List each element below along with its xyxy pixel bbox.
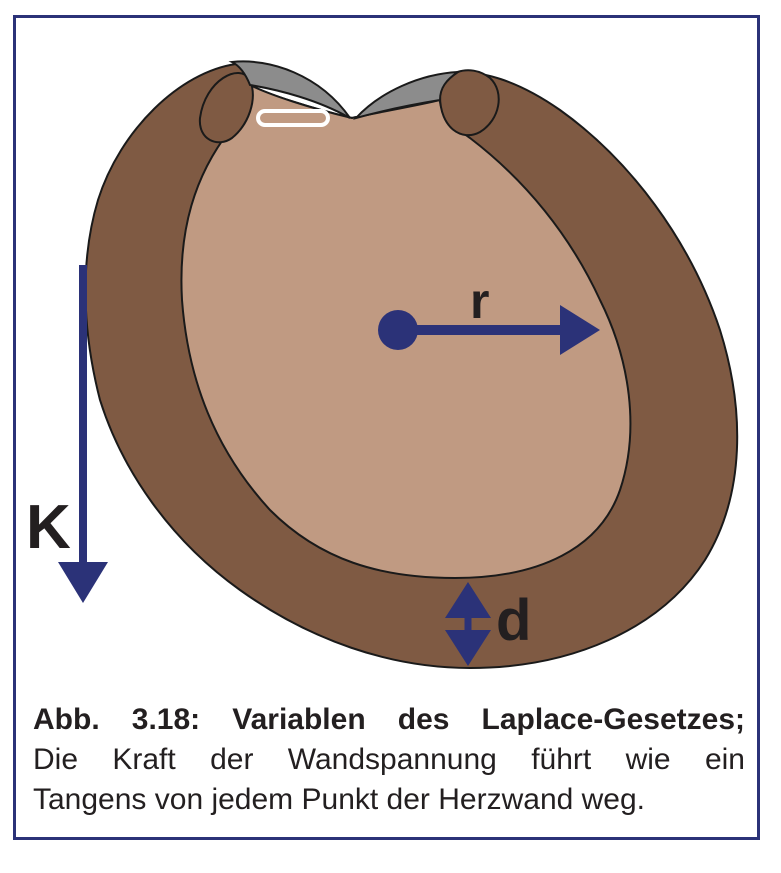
radius-label: r	[470, 273, 489, 329]
caption-title: Abb. 3.18: Variablen des Laplace-Gesetze…	[33, 703, 745, 736]
left-wall-end	[198, 72, 254, 144]
left-valve-leaflet	[228, 60, 351, 119]
laplace-heart-diagram: r K d	[26, 60, 739, 670]
thickness-label: d	[496, 588, 531, 653]
right-valve-leaflet	[352, 70, 462, 120]
force-label: K	[26, 493, 71, 562]
thickness-arrow-head-bottom	[445, 630, 491, 666]
valve-opening-marker	[256, 109, 330, 127]
radius-arrow-head	[560, 305, 600, 355]
force-arrow-head	[58, 562, 108, 603]
caption-line-2: Tangens von jedem Punkt der Herzwand weg…	[33, 783, 646, 816]
figure-caption: Abb. 3.18: Variablen des Laplace-Gesetze…	[33, 700, 745, 820]
thickness-arrow-head-top	[445, 582, 491, 618]
caption-line-1: Die Kraft der Wandspannung führt wie ein	[33, 743, 745, 776]
